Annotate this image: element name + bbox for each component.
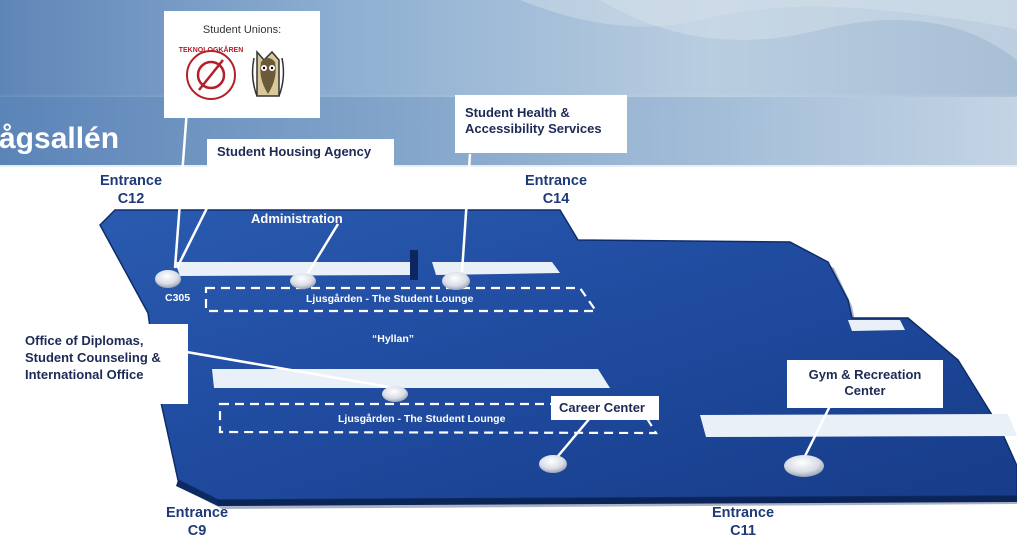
student-unions-panel: Student Unions: TEKNOLOGKÅREN: [164, 11, 320, 118]
pointer-line-housing: [175, 149, 238, 269]
entrance-c9-code: C9: [187, 523, 207, 539]
lounge-label-upper: Ljusgården - The Student Lounge: [306, 293, 474, 305]
entrance-c14-word: Entrance: [524, 173, 588, 189]
callout-diplomas-line1: Office of Diplomas,: [25, 333, 144, 348]
pointer-line-scheduling: [303, 223, 340, 279]
entrance-c14[interactable]: Entrance C14: [511, 172, 601, 208]
callout-scheduling-line2: Administration: [251, 211, 343, 226]
student-unions-title: Student Unions:: [202, 24, 282, 36]
svg-text:TEKNOLOGKÅREN: TEKNOLOGKÅREN: [179, 45, 244, 54]
callout-health-line1: Student Health &: [465, 105, 570, 120]
entrance-c14-code: C14: [542, 191, 570, 207]
hyllan-label: “Hyllan”: [372, 333, 415, 345]
pointer-line-diplomas: [174, 348, 396, 390]
entrance-c11-code: C11: [730, 523, 756, 539]
entrance-c11-word: Entrance: [711, 505, 775, 521]
pointer-line-career: [552, 417, 591, 463]
lounge-label-lower: Ljusgården - The Student Lounge: [338, 413, 506, 425]
location-markers: [155, 270, 824, 477]
callout-scheduling-line1: Scheduling & Examination: [251, 194, 415, 209]
callout-scheduling[interactable]: Scheduling & Examination Administration: [251, 193, 415, 227]
entrance-c12-code: C12: [117, 191, 145, 207]
callout-student-housing-agency[interactable]: Student Housing Agency: [207, 139, 394, 167]
callout-career-center[interactable]: Career Center: [551, 396, 659, 420]
entrance-c9-word: Entrance: [165, 505, 229, 521]
callout-gym-line1: Gym & Recreation: [808, 367, 922, 382]
callout-health-line2: Accessibility Services: [465, 121, 602, 136]
callout-office-of-diplomas[interactable]: Office of Diplomas, Student Counseling &…: [13, 324, 188, 404]
callout-gym-line2: Center: [844, 383, 886, 398]
callout-student-health[interactable]: Student Health & Accessibility Services: [455, 95, 627, 153]
entrance-c12[interactable]: Entrance C12: [86, 172, 176, 208]
callout-career-text: Career Center: [559, 400, 645, 415]
union-logos: TEKNOLOGKÅREN: [179, 45, 285, 100]
callout-diplomas-line2: Student Counseling &: [25, 350, 161, 365]
pointer-line-health: [460, 153, 472, 273]
room-label-c305: C305: [165, 292, 191, 304]
entrance-c9[interactable]: Entrance C9: [152, 504, 242, 540]
entrance-c11[interactable]: Entrance C11: [698, 504, 788, 540]
callout-gym-recreation[interactable]: Gym & Recreation Center: [787, 360, 943, 408]
entrance-c12-word: Entrance: [99, 173, 163, 189]
pointer-line-gym: [801, 405, 832, 461]
owl-logo: [251, 50, 285, 97]
callout-housing-text: Student Housing Agency: [217, 144, 372, 159]
teknologkaren-logo: TEKNOLOGKÅREN: [179, 45, 244, 100]
callout-diplomas-line3: International Office: [25, 367, 144, 382]
street-name: ågsallén: [0, 122, 120, 155]
